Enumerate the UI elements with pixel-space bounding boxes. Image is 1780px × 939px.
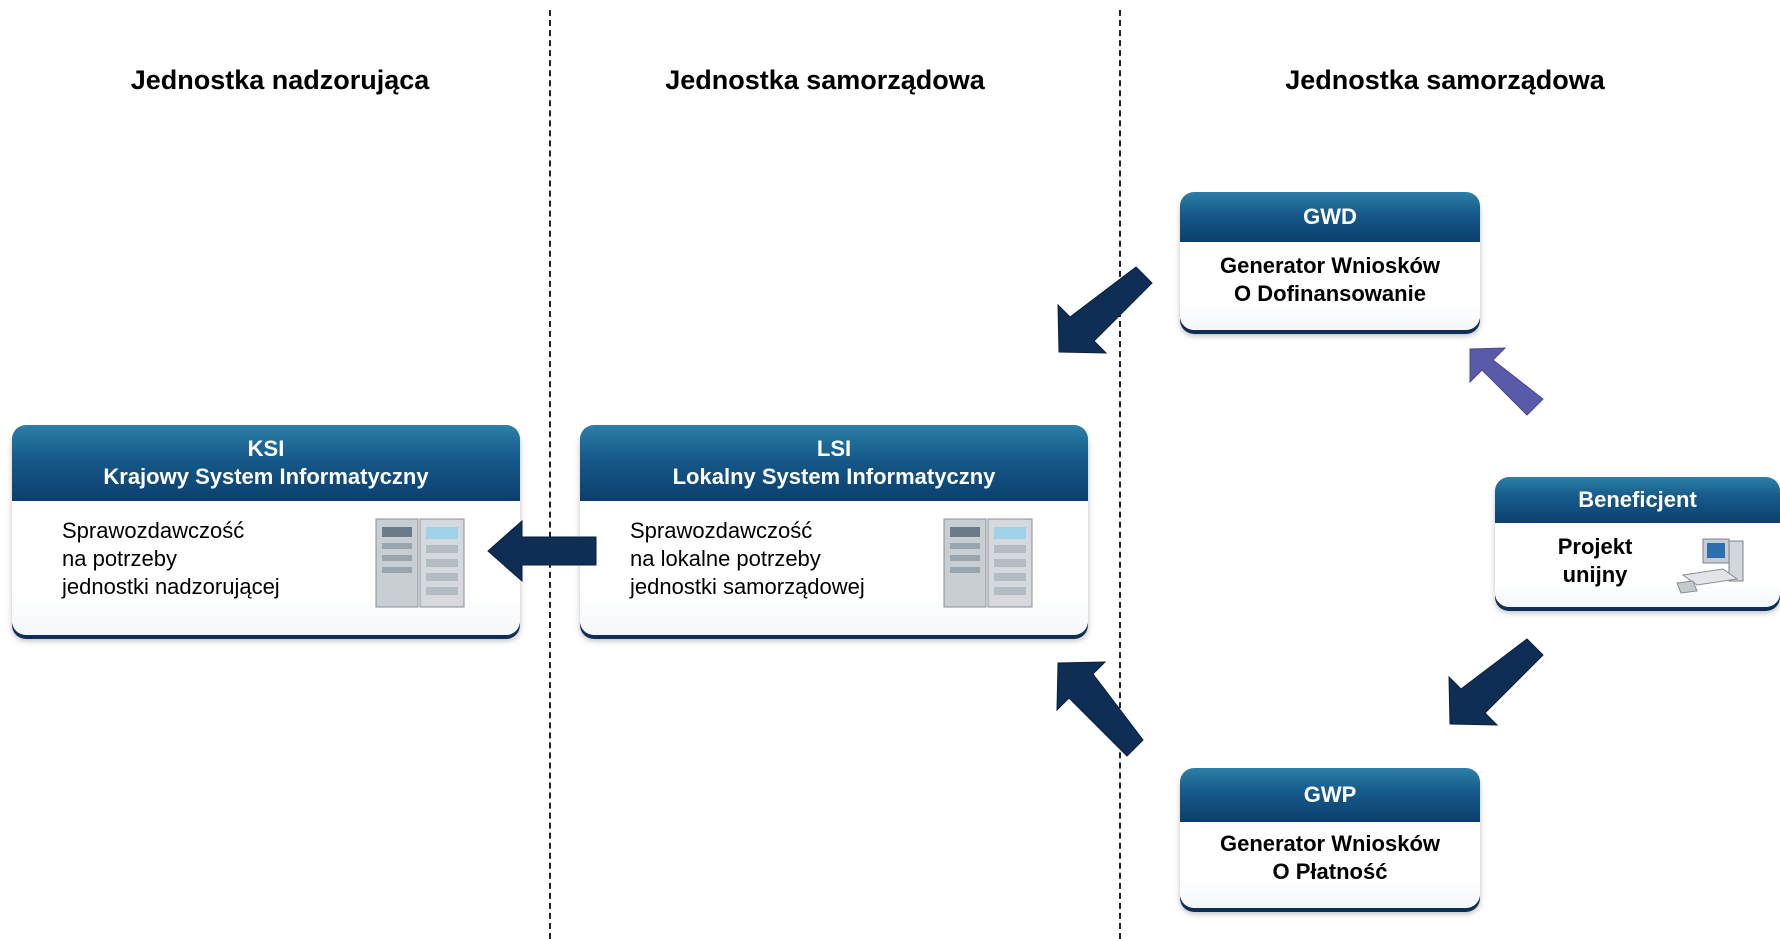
gwp-body: Generator Wniosków O Płatność	[1180, 822, 1480, 908]
lsi-box: LSI Lokalny System Informatyczny Sprawoz…	[580, 425, 1088, 635]
lsi-body: Sprawozdawczość na lokalne potrzeby jedn…	[580, 501, 1088, 635]
gwp-title: GWP	[1303, 782, 1357, 807]
lsi-title: LSI	[816, 436, 852, 461]
arrow-gwd-to-lsi	[1057, 266, 1153, 354]
beneficjent-body: Projekt unijny	[1495, 523, 1780, 607]
gwd-description: Generator Wniosków O Dofinansowanie	[1180, 252, 1480, 308]
column-heading-local-government-2: Jednostka samorządowa	[1285, 65, 1605, 95]
gwp-box: GWP Generator Wniosków O Płatność	[1180, 768, 1480, 908]
lsi-header: LSI Lokalny System Informatyczny	[580, 425, 1088, 501]
beneficjent-line-1: Projekt	[1557, 534, 1633, 559]
column-heading-local-government-1: Jednostka samorządowa	[665, 65, 985, 95]
column-heading-supervisory: Jednostka nadzorująca	[130, 65, 430, 95]
ksi-description: Sprawozdawczość na potrzeby jednostki na…	[62, 517, 280, 601]
gwd-box: GWD Generator Wniosków O Dofinansowanie	[1180, 192, 1480, 330]
gwd-header: GWD	[1180, 192, 1480, 242]
beneficjent-box: Beneficjent Projekt unijny	[1495, 477, 1780, 607]
ksi-line-1: Sprawozdawczość	[62, 518, 245, 543]
lsi-line-2: na lokalne potrzeby	[630, 546, 821, 571]
server-icon	[375, 518, 465, 608]
column-divider-left	[549, 10, 551, 939]
gwd-line-1: Generator Wniosków	[1219, 253, 1441, 278]
server-icon	[943, 518, 1033, 608]
gwd-title: GWD	[1303, 204, 1357, 229]
gwp-line-1: Generator Wniosków	[1219, 831, 1441, 856]
beneficjent-description: Projekt unijny	[1535, 533, 1655, 589]
ksi-line-2: na potrzeby	[62, 546, 177, 571]
beneficjent-line-2: unijny	[1562, 562, 1628, 587]
computer-icon	[1676, 538, 1744, 594]
gwd-line-2: O Dofinansowanie	[1234, 281, 1426, 306]
lsi-line-3: jednostki samorządowej	[630, 574, 865, 599]
gwp-line-2: O Płatność	[1272, 859, 1388, 884]
ksi-header: KSI Krajowy System Informatyczny	[12, 425, 520, 501]
gwp-description: Generator Wniosków O Płatność	[1180, 830, 1480, 886]
ksi-body: Sprawozdawczość na potrzeby jednostki na…	[12, 501, 520, 635]
ksi-line-3: jednostki nadzorującej	[62, 574, 280, 599]
gwd-body: Generator Wniosków O Dofinansowanie	[1180, 242, 1480, 330]
gwp-header: GWP	[1180, 768, 1480, 822]
lsi-line-1: Sprawozdawczość	[630, 518, 813, 543]
ksi-box: KSI Krajowy System Informatyczny Sprawoz…	[12, 425, 520, 635]
beneficjent-title: Beneficjent	[1578, 487, 1697, 512]
column-divider-right	[1119, 10, 1121, 939]
arrow-gwp-to-lsi	[1056, 661, 1144, 757]
lsi-description: Sprawozdawczość na lokalne potrzeby jedn…	[630, 517, 865, 601]
arrow-beneficjent-to-gwp	[1448, 638, 1544, 726]
ksi-title: KSI	[247, 436, 285, 461]
arrow-beneficjent-to-gwd	[1469, 347, 1544, 416]
beneficjent-header: Beneficjent	[1495, 477, 1780, 523]
ksi-subtitle: Krajowy System Informatyczny	[103, 464, 429, 489]
lsi-subtitle: Lokalny System Informatyczny	[672, 464, 996, 489]
